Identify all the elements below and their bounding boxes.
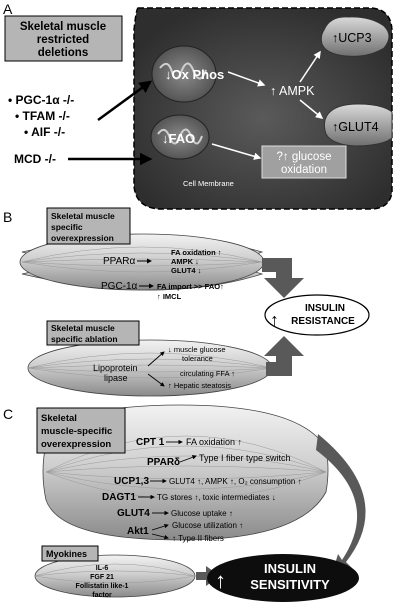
oxphos-label: ↓Ox Phos [165, 67, 224, 82]
glucose-line1: ?↑ glucose [277, 151, 332, 163]
muscle-b1-fibers [21, 246, 263, 273]
deletion-arrow [97, 80, 153, 122]
myokines-box [41, 545, 99, 562]
resistance-line1: INSULIN [305, 303, 345, 314]
gene-cpt1: CPT 1 [136, 437, 165, 448]
ucp3-blob [320, 16, 390, 57]
pgc-effect-1: FA import >> FAO↑ [157, 282, 224, 291]
gene-akt1: Akt1 [127, 526, 149, 537]
myokines-label: Myokines [46, 549, 87, 559]
box-c-line1: Skeletal [41, 413, 77, 424]
box-c-line2: muscle-specific [41, 426, 112, 437]
bend-arrow-top [262, 258, 304, 298]
ppara-effect-1: FA oxidation ↑ [171, 248, 222, 257]
insulin-sensitivity-oval [207, 554, 359, 602]
ampk-label: ↑ AMPK [270, 84, 315, 98]
curved-arrow-c [316, 434, 366, 574]
resistance-arrow: ↑ [270, 310, 279, 330]
muscle-c-fibers [45, 435, 327, 500]
bend-arrow-bottom [264, 336, 304, 376]
muscle-b2-main [27, 339, 273, 397]
box-b2-line1: Skeletal muscle [51, 323, 115, 333]
lipo-line1: Lipoprotein [93, 363, 138, 373]
deletion-tfam: • TFAM -/- [15, 109, 70, 123]
myokine-4: factor [92, 592, 112, 599]
panel-c-letter: C [3, 406, 13, 422]
ablation-box [46, 320, 140, 346]
fao-glucose-arrow [211, 143, 262, 160]
mitochondrion-fao [150, 114, 210, 160]
deletions-box-line3: deletions [38, 47, 88, 59]
ppara-effect-3: GLUT4 ↓ [171, 266, 201, 275]
mitochondrion-oxphos [151, 45, 217, 103]
ampk-glut4-arrow [299, 99, 324, 119]
overexpression-box-b [46, 207, 131, 245]
effect-akt1-extra: ↑ Type II fibers [172, 534, 224, 543]
gene-ppard: PPARδ [147, 457, 180, 468]
glucose-line2: oxidation [281, 164, 327, 176]
ucp3-label: ↑UCP3 [332, 31, 372, 45]
deletion-mcd: MCD -/- [14, 152, 56, 166]
effect-cpt1: FA oxidation ↑ [186, 437, 242, 447]
sensitivity-line2: SENSITIVITY [250, 577, 330, 592]
ampk-ucp3-arrow [299, 50, 321, 83]
lipo-arrow-down [147, 373, 165, 387]
sensitivity-arrow: ↑ [215, 568, 226, 593]
effect-ppard: Type I fiber type switch [199, 453, 291, 463]
box-c-line3: overexpression [41, 439, 111, 450]
myokine-1: IL-6 [96, 565, 109, 572]
row-arrow-ppard [179, 455, 197, 463]
fao-label: ↓FAO [162, 131, 195, 146]
effect-ucp: GLUT4 ↑, AMPK ↑, O₂ consumption ↑ [169, 477, 301, 486]
lipo-line2: lipase [104, 373, 128, 383]
row-arrow-akt1-down [151, 533, 169, 540]
deletion-aif: • AIF -/- [24, 125, 65, 139]
myokine-3: Follistatin like-1 [76, 583, 129, 590]
glucose-oxidation-box [261, 145, 347, 179]
lipo-effect-3: circulating FFA ↑ [180, 369, 235, 378]
glut4-label: ↑GLUT4 [332, 120, 379, 134]
lipo-effect-1: ↓ muscle glucose [168, 345, 226, 354]
lipo-effect-2: tolerance [182, 354, 213, 363]
lipo-effect-4: ↑ Hepatic steatosis [168, 381, 231, 390]
gene-glut4: GLUT4 [117, 508, 150, 519]
insulin-resistance-oval [264, 294, 370, 336]
panel-a-letter: A [3, 1, 13, 17]
deletion-pgc: • PGC-1α -/- [8, 93, 74, 107]
pgc-gene: PGC-1α [101, 281, 138, 292]
overexpression-box-c [36, 407, 126, 454]
myokine-fibers [34, 563, 196, 584]
glut4-blob [323, 103, 393, 147]
lipo-arrow-up [147, 351, 165, 367]
ppara-effect-2: AMPK ↓ [171, 257, 199, 266]
gene-ucp: UCP1,3 [114, 476, 149, 487]
effect-dagt1: TG stores ↑, toxic intermediates ↓ [157, 493, 276, 502]
deletions-box-line2: restricted [37, 34, 89, 46]
panel-b-letter: B [3, 209, 12, 225]
myokine-2: FGF 21 [90, 574, 114, 581]
membrane-label: Cell Membrane [183, 179, 234, 188]
ppara-gene: PPARα [103, 256, 135, 267]
box-b1-line2: specific [51, 222, 83, 232]
deletions-box [4, 15, 123, 62]
deletions-box-line1: Skeletal muscle [20, 21, 106, 33]
myokine-arrow-shaft [196, 572, 208, 580]
row-arrow-akt1-up [151, 523, 169, 531]
gene-dagt1: DAGT1 [102, 492, 136, 503]
pgc-effect-2: ↑ IMCL [157, 292, 182, 301]
box-b2-line2: specific ablation [51, 334, 118, 344]
resistance-line2: RESISTANCE [291, 316, 355, 327]
effect-akt1: Glucose utilization ↑ [172, 521, 243, 530]
box-b1-line3: overexpression [51, 233, 114, 243]
sensitivity-line1: INSULIN [264, 561, 316, 576]
oxphos-ampk-arrow [227, 71, 266, 87]
muscle-b2-fibers [27, 352, 273, 379]
box-b1-line1: Skeletal muscle [51, 211, 115, 221]
gene-rows: CPT 1 FA oxidation ↑ PPARδ Type I fiber … [102, 437, 301, 543]
effect-glut4: Glucose uptake ↑ [171, 509, 233, 518]
